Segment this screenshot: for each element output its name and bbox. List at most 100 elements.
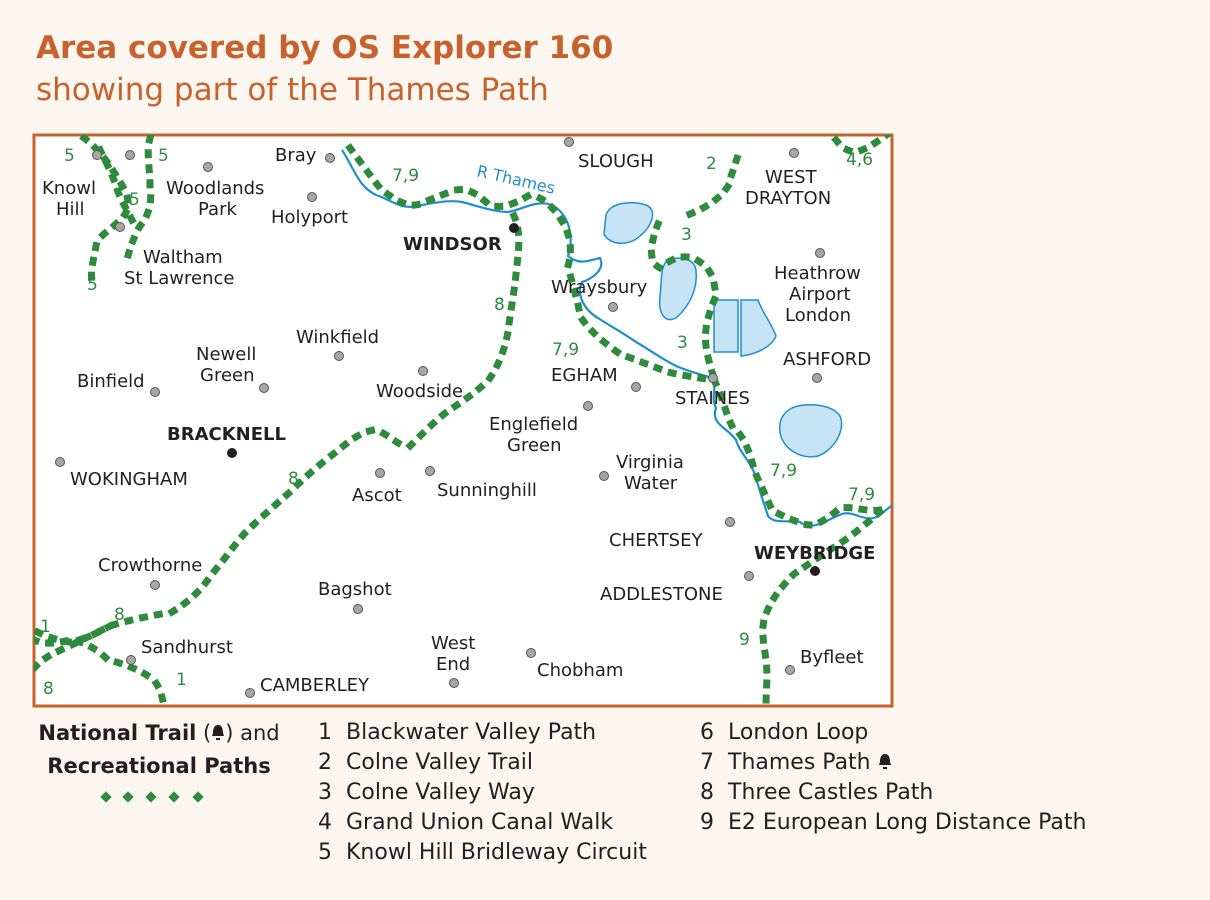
- place-label: ASHFORD: [783, 349, 871, 370]
- place-label: Binfield: [77, 371, 145, 392]
- place-dot: [150, 387, 160, 397]
- place-label: WEYBRIDGE: [754, 543, 875, 564]
- place-dot: [150, 580, 160, 590]
- place-dot: [245, 688, 255, 698]
- path-8: [34, 621, 115, 646]
- place-label: Holyport: [271, 207, 348, 228]
- lake: [713, 299, 739, 353]
- place-label: Wraysbury: [551, 277, 648, 298]
- place-dot: [353, 604, 363, 614]
- place-dot: [708, 373, 718, 383]
- place-dot: [815, 248, 825, 258]
- route-label: 4,6: [846, 150, 873, 170]
- place-label: SLOUGH: [578, 151, 654, 172]
- route-label: 7,9: [392, 166, 419, 186]
- route-number-labels: 5 5 5 5 7,9 2 4,6 3 8 7,9 3 8 7,9 7,9 1 …: [40, 146, 875, 699]
- place-dot: [126, 655, 136, 665]
- route-label: 5: [129, 190, 140, 210]
- route-label: 8: [288, 469, 299, 489]
- lake: [740, 299, 777, 357]
- major-town-dot: [227, 448, 237, 458]
- place-dot: [583, 401, 593, 411]
- river-thames: [341, 149, 892, 527]
- place-dot: [631, 382, 641, 392]
- place-dot: [307, 192, 317, 202]
- lakes: [603, 202, 843, 458]
- acorn-icon: [878, 752, 892, 777]
- lake: [658, 257, 698, 321]
- route-label: 5: [158, 146, 169, 166]
- path-5: [95, 145, 137, 225]
- place-label: BRACKNELL: [167, 424, 286, 445]
- place-dot: [418, 366, 428, 376]
- place-dot: [325, 153, 335, 163]
- path-3: [648, 219, 720, 383]
- place-dot: [334, 351, 344, 361]
- place-dot: [425, 466, 435, 476]
- place-dot: [55, 457, 65, 467]
- route-label: 3: [681, 225, 692, 245]
- page-title: Area covered by OS Explorer 160: [36, 30, 614, 66]
- place-label: EGHAM: [551, 365, 618, 386]
- place-label: WOKINGHAM: [70, 469, 188, 490]
- place-markers: [55, 137, 825, 698]
- path-5: [79, 135, 132, 288]
- place-label: CHERTSEY: [609, 530, 703, 551]
- legend-heading-and: and: [240, 721, 280, 745]
- place-dot: [785, 665, 795, 675]
- place-dot: [608, 302, 618, 312]
- route-label: 1: [40, 617, 51, 637]
- route-label: 8: [494, 295, 505, 315]
- place-dot: [125, 150, 135, 160]
- legend-heading: National Trail () and Recreational Paths: [38, 721, 280, 778]
- page-subtitle: showing part of the Thames Path: [36, 72, 549, 108]
- path-1: [34, 636, 168, 706]
- route-label: 9: [739, 630, 750, 650]
- legend-heading-line2: Recreational Paths: [47, 754, 271, 778]
- place-dot: [744, 571, 754, 581]
- place-label: Winkfield: [296, 327, 379, 348]
- place-label: Woodside: [376, 381, 463, 402]
- route-label: 2: [706, 154, 717, 174]
- lake: [778, 403, 843, 458]
- place-label: Ascot: [352, 485, 402, 506]
- place-label: STAINES: [675, 388, 750, 409]
- place-dot: [599, 471, 609, 481]
- place-label: Bagshot: [318, 579, 392, 600]
- place-dot: [259, 383, 269, 393]
- legend-heading-line1: National Trail: [38, 721, 197, 745]
- place-dot: [449, 678, 459, 688]
- legend-trail-sample: [100, 791, 204, 803]
- route-label: 8: [114, 605, 125, 625]
- major-town-markers: [227, 223, 820, 576]
- place-label: Bray: [275, 145, 317, 166]
- place-dot: [564, 137, 574, 147]
- route-label: 8: [43, 679, 54, 699]
- place-label: WINDSOR: [403, 234, 502, 255]
- place-label: Byfleet: [800, 647, 864, 668]
- place-label: ADDLESTONE: [600, 584, 723, 605]
- place-dot: [375, 468, 385, 478]
- route-label: 5: [87, 275, 98, 295]
- route-label: 3: [677, 333, 688, 353]
- major-town-dot: [810, 566, 820, 576]
